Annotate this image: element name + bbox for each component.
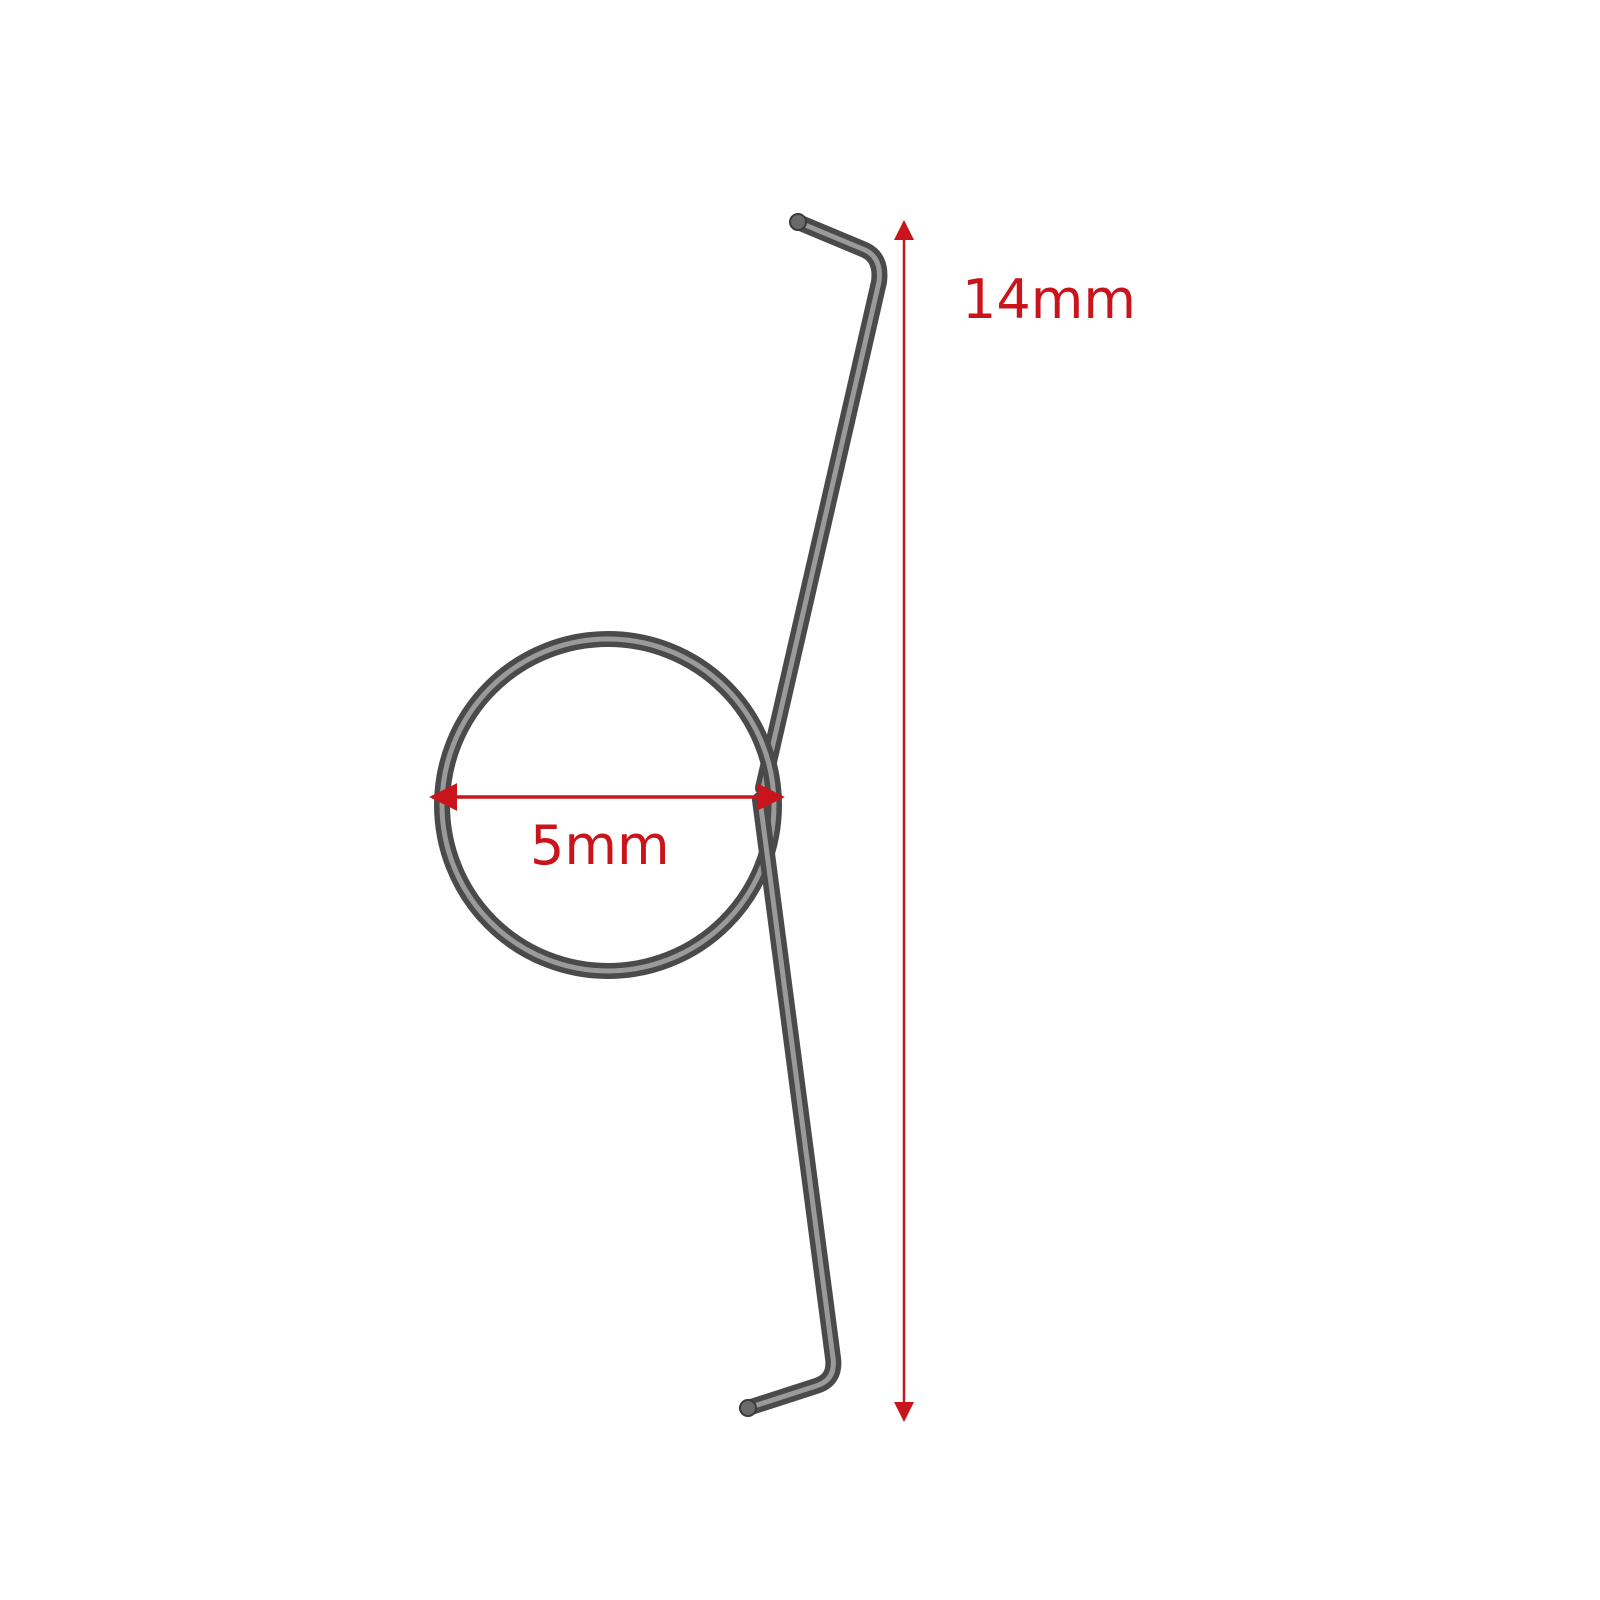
- spring-upper-leg-highlight: [760, 219, 882, 791]
- spring-lower-leg-highlight: [745, 797, 836, 1411]
- coil-diameter-dimension: 5mm: [429, 783, 785, 877]
- length-label: 14mm: [962, 268, 1136, 331]
- coil-diameter-label: 5mm: [530, 814, 670, 877]
- spring-end-bottom: [739, 1399, 757, 1417]
- spring-end-top: [789, 213, 807, 231]
- length-dimension: 14mm: [894, 220, 1136, 1422]
